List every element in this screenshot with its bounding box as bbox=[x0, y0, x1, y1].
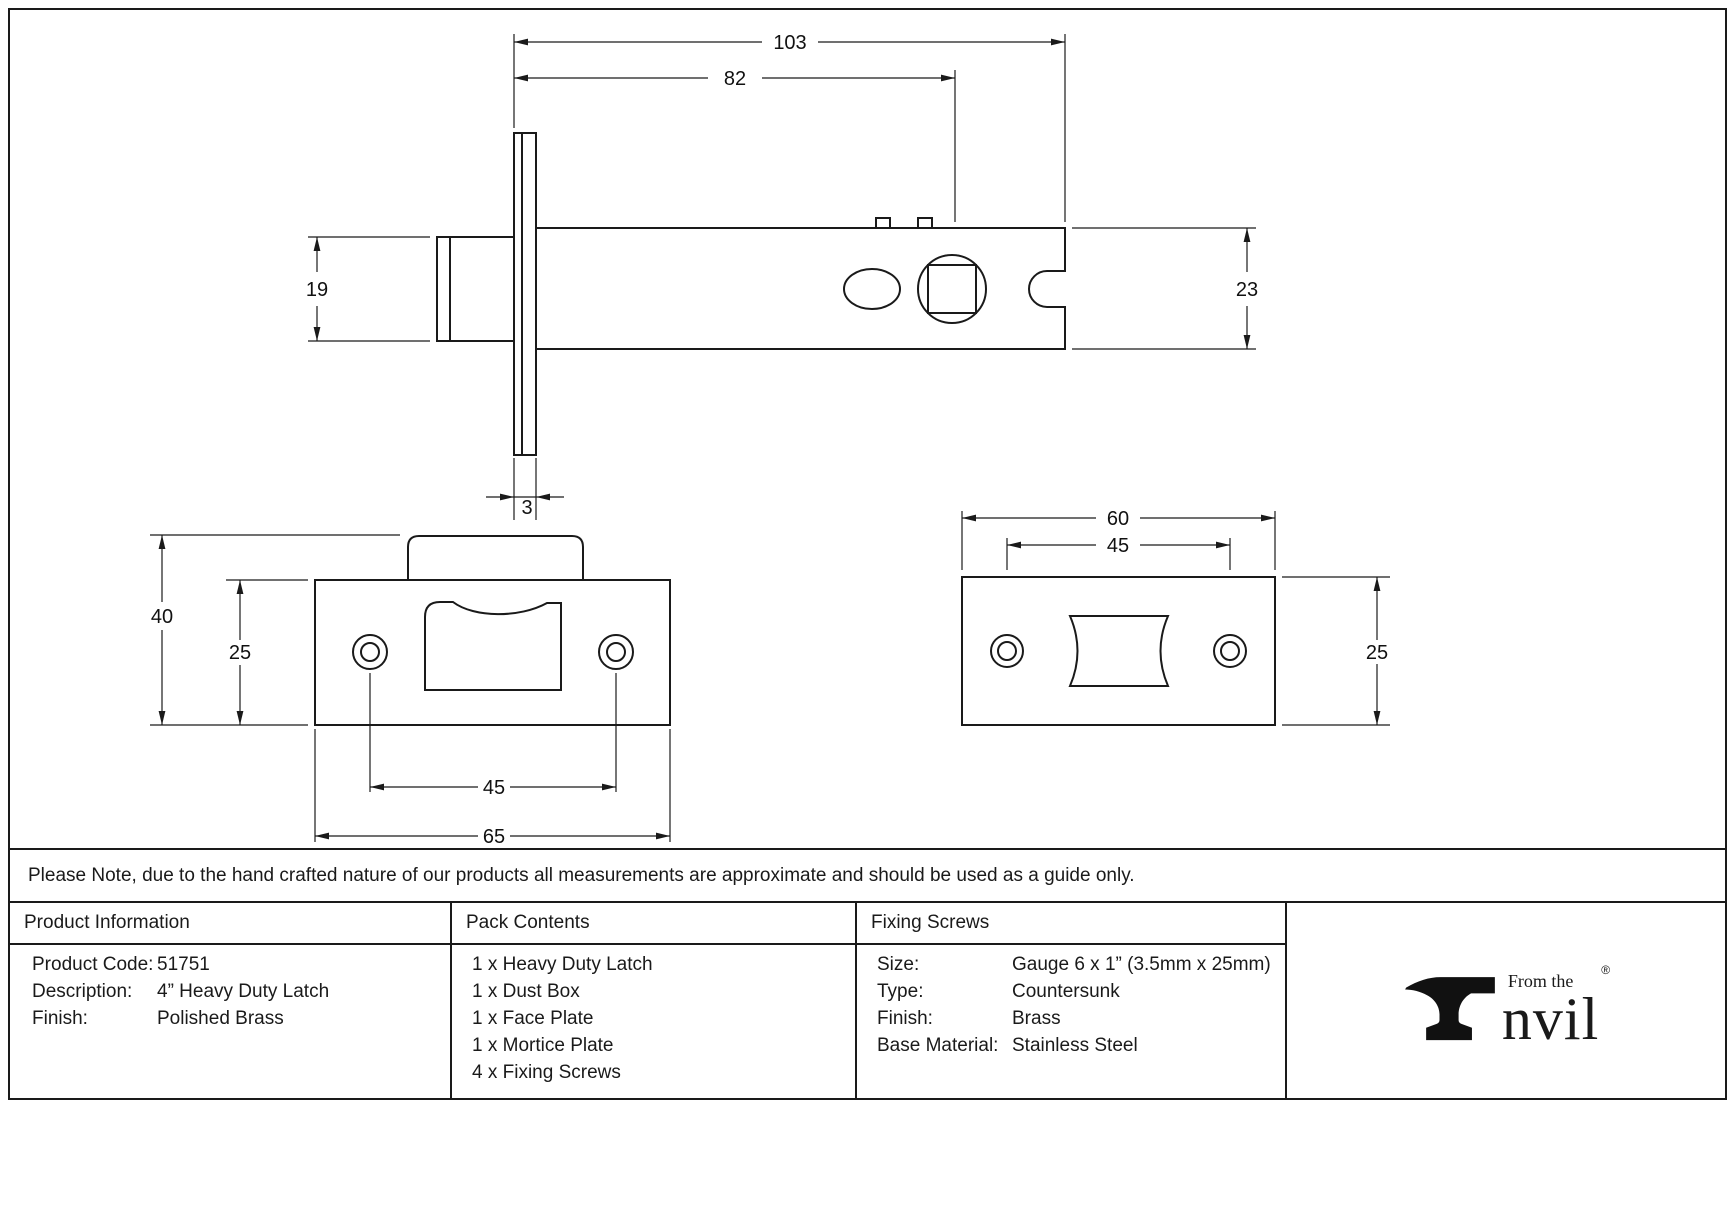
mortice-opening bbox=[1068, 615, 1170, 687]
faceplate-front-view bbox=[314, 535, 671, 726]
pack-contents-body: 1 x Heavy Duty Latch 1 x Dust Box 1 x Fa… bbox=[452, 945, 855, 1086]
mortice-plate-view bbox=[961, 576, 1276, 726]
screw-size-row: Size: Gauge 6 x 1” (3.5mm x 25mm) bbox=[857, 951, 1285, 978]
finish-row: Finish: Polished Brass bbox=[10, 1005, 450, 1032]
screw-hole-inner bbox=[360, 642, 380, 662]
pack-contents-column: Pack Contents 1 x Heavy Duty Latch 1 x D… bbox=[452, 903, 857, 1098]
dim-faceplate-hole-spacing: 45 bbox=[483, 777, 505, 799]
screw-size-label: Size: bbox=[877, 954, 920, 975]
dim-bolt-height: 19 bbox=[306, 279, 328, 301]
latchbolt-opening bbox=[424, 601, 562, 691]
note-text: Please Note, due to the hand crafted nat… bbox=[28, 864, 1135, 886]
anvil-a-icon bbox=[1405, 976, 1495, 1040]
dim-faceplate-width: 65 bbox=[483, 826, 505, 848]
dim-faceplate-total-height: 40 bbox=[151, 606, 173, 628]
fixing-screws-body: Size: Gauge 6 x 1” (3.5mm x 25mm) Type: … bbox=[857, 945, 1285, 1059]
product-code-value: 51751 bbox=[157, 954, 210, 975]
base-material-label: Base Material: bbox=[877, 1035, 999, 1056]
screw-hole-outer bbox=[990, 634, 1024, 668]
screw-type-row: Type: Countersunk bbox=[857, 978, 1285, 1005]
info-table: Product Information Product Code: 51751 … bbox=[10, 903, 1725, 1098]
dim-case-height: 23 bbox=[1236, 279, 1258, 301]
logo-text: From the nvil bbox=[1501, 970, 1600, 1052]
dim-mortice-height: 25 bbox=[1366, 642, 1388, 664]
logo-tagline: From the bbox=[1507, 970, 1574, 991]
latch-bolt bbox=[436, 236, 515, 342]
finish-value: Polished Brass bbox=[157, 1008, 284, 1029]
fixing-lug-left bbox=[875, 217, 891, 229]
screw-hole-inner bbox=[997, 641, 1017, 661]
dim-mortice-width: 60 bbox=[1107, 508, 1129, 530]
fixing-lug-right bbox=[917, 217, 933, 229]
product-information-body: Product Code: 51751 Description: 4” Heav… bbox=[10, 945, 450, 1032]
fixing-screws-header: Fixing Screws bbox=[857, 903, 1285, 945]
screw-type-label: Type: bbox=[877, 981, 924, 1002]
pack-item: 1 x Face Plate bbox=[472, 1008, 594, 1029]
base-material-row: Base Material: Stainless Steel bbox=[857, 1032, 1285, 1059]
dimension-lines bbox=[150, 34, 1390, 842]
spindle-follower-circle bbox=[917, 254, 987, 324]
pack-item: 4 x Fixing Screws bbox=[472, 1062, 621, 1083]
registered-trademark-symbol: ® bbox=[1601, 962, 1611, 977]
note-bar: Please Note, due to the hand crafted nat… bbox=[10, 848, 1725, 903]
screw-size-value: Gauge 6 x 1” (3.5mm x 25mm) bbox=[1012, 954, 1271, 975]
dust-box-tab bbox=[407, 535, 584, 580]
technical-drawing: 103 82 19 23 3 40 25 45 65 60 45 25 bbox=[150, 32, 1390, 848]
dimension-labels: 103 82 19 23 3 40 25 45 65 60 45 25 bbox=[151, 32, 1388, 848]
screw-finish-row: Finish: Brass bbox=[857, 1005, 1285, 1032]
side-view bbox=[436, 132, 1066, 456]
description-row: Description: 4” Heavy Duty Latch bbox=[10, 978, 450, 1005]
product-information-header: Product Information bbox=[10, 903, 450, 945]
dim-faceplate-plate-height: 25 bbox=[229, 642, 251, 664]
oval-hole bbox=[843, 268, 901, 310]
screw-hole-inner bbox=[606, 642, 626, 662]
dim-faceplate-thickness: 3 bbox=[521, 497, 532, 519]
spindle-square-hole bbox=[927, 264, 977, 314]
screw-finish-value: Brass bbox=[1012, 1008, 1061, 1029]
screw-hole-outer bbox=[598, 634, 634, 670]
logo-column: From the nvil ® bbox=[1287, 903, 1725, 1098]
screw-finish-label: Finish: bbox=[877, 1008, 933, 1029]
latch-case bbox=[535, 227, 1066, 350]
pack-item: 1 x Mortice Plate bbox=[472, 1035, 614, 1056]
logo-brand: nvil bbox=[1501, 985, 1600, 1052]
dim-case-depth: 82 bbox=[724, 68, 746, 90]
product-code-row: Product Code: 51751 bbox=[10, 951, 450, 978]
screw-type-value: Countersunk bbox=[1012, 981, 1120, 1002]
faceplate-side bbox=[513, 132, 537, 456]
mortice-plate bbox=[961, 576, 1276, 726]
screw-hole-outer bbox=[1213, 634, 1247, 668]
screw-hole-inner bbox=[1220, 641, 1240, 661]
pack-item: 1 x Dust Box bbox=[472, 981, 580, 1002]
fixing-screws-column: Fixing Screws Size: Gauge 6 x 1” (3.5mm … bbox=[857, 903, 1287, 1098]
dim-overall-length: 103 bbox=[773, 32, 806, 54]
finish-label: Finish: bbox=[32, 1008, 88, 1029]
screw-hole-outer bbox=[352, 634, 388, 670]
description-value: 4” Heavy Duty Latch bbox=[157, 981, 330, 1002]
product-information-column: Product Information Product Code: 51751 … bbox=[10, 903, 452, 1098]
description-label: Description: bbox=[32, 981, 133, 1002]
product-code-label: Product Code: bbox=[32, 954, 154, 975]
pack-item: 1 x Heavy Duty Latch bbox=[472, 954, 653, 975]
faceplate-front bbox=[314, 579, 671, 726]
product-drawing-sheet: 103 82 19 23 3 40 25 45 65 60 45 25 Plea… bbox=[8, 8, 1727, 1100]
from-the-anvil-logo: From the nvil ® bbox=[1402, 959, 1611, 1052]
base-material-value: Stainless Steel bbox=[1012, 1035, 1138, 1056]
dim-mortice-hole-spacing: 45 bbox=[1107, 535, 1129, 557]
pack-contents-header: Pack Contents bbox=[452, 903, 855, 945]
